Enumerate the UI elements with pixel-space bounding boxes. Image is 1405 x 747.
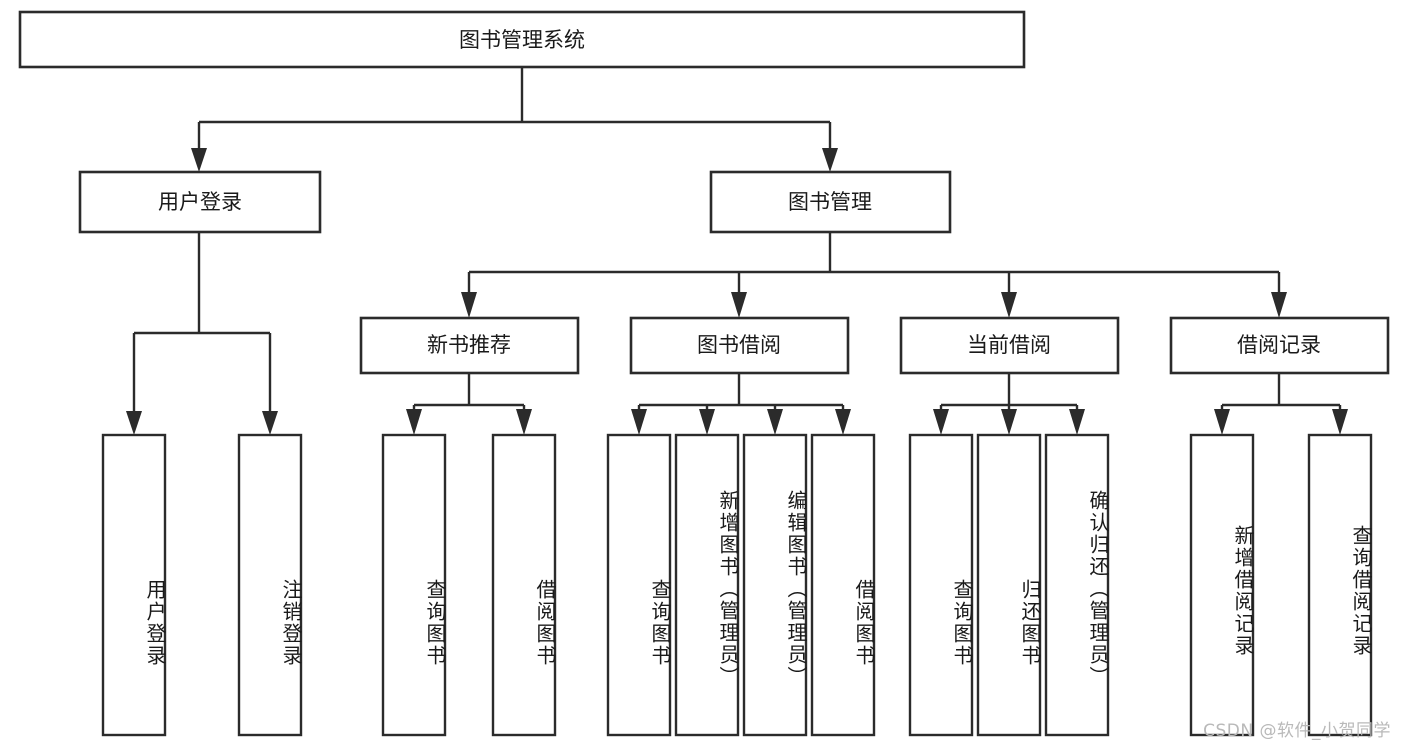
arrow-br-child-1 xyxy=(1332,409,1348,435)
arrow-bm-child-0 xyxy=(461,292,477,318)
node-new-book-recommend[interactable]: 新书推荐 xyxy=(359,316,580,375)
arrow-bb-child-3 xyxy=(835,409,851,435)
arrow-bb-child-1 xyxy=(699,409,715,435)
node-root[interactable]: 图书管理系统 xyxy=(18,10,1026,69)
arrow-bm-child-3 xyxy=(1271,292,1287,318)
node-book-borrow[interactable]: 图书借阅 xyxy=(629,316,850,375)
leaf-box-book-borrow-2[interactable] xyxy=(742,433,808,737)
connector-group-new-book-children xyxy=(406,373,532,435)
new-book-recommend-box[interactable] xyxy=(359,316,580,375)
arrow-ul-child-0 xyxy=(126,411,142,435)
current-borrow-label: 当前借阅 xyxy=(967,333,1051,357)
arrow-nb-child-0 xyxy=(406,409,422,435)
arrow-br-child-0 xyxy=(1214,409,1230,435)
connector-group-current-borrow-children xyxy=(933,373,1085,435)
arrow-cb-child-0 xyxy=(933,409,949,435)
arrow-bb-child-0 xyxy=(631,409,647,435)
leaf-box-book-borrow-1[interactable] xyxy=(674,433,740,737)
current-borrow-box[interactable] xyxy=(899,316,1120,375)
book-borrow-box[interactable] xyxy=(629,316,850,375)
arrow-cb-child-1 xyxy=(1001,409,1017,435)
arrow-ul-child-1 xyxy=(262,411,278,435)
leaf-box-user-login-0[interactable] xyxy=(101,433,167,737)
leaf-boxes-book-borrow xyxy=(606,433,876,737)
leaf-box-user-login-1[interactable] xyxy=(237,433,303,737)
leaf-box-book-borrow-0[interactable] xyxy=(606,433,672,737)
connector-group-book-borrow-children xyxy=(631,373,851,435)
user-login-box[interactable] xyxy=(78,170,322,234)
node-book-manage[interactable]: 图书管理 xyxy=(709,170,952,234)
arrow-nb-child-1 xyxy=(516,409,532,435)
connector-group-borrow-record-children xyxy=(1214,373,1348,435)
arrow-cb-child-2 xyxy=(1069,409,1085,435)
new-book-recommend-label: 新书推荐 xyxy=(427,333,511,357)
borrow-record-box[interactable] xyxy=(1169,316,1390,375)
connector-group-root-to-level2 xyxy=(191,67,838,172)
leaf-box-new-book-1[interactable] xyxy=(491,433,557,737)
leaf-box-current-borrow-2[interactable] xyxy=(1044,433,1110,737)
leaf-box-borrow-record-0[interactable] xyxy=(1189,433,1255,737)
borrow-record-label: 借阅记录 xyxy=(1237,333,1321,357)
book-manage-box[interactable] xyxy=(709,170,952,234)
leaf-boxes-current-borrow xyxy=(908,433,1110,737)
leaf-box-book-borrow-3[interactable] xyxy=(810,433,876,737)
node-borrow-record[interactable]: 借阅记录 xyxy=(1169,316,1390,375)
arrow-to-user-login xyxy=(191,148,207,172)
leaf-box-borrow-record-1[interactable] xyxy=(1307,433,1373,737)
root-box[interactable] xyxy=(18,10,1026,69)
node-current-borrow[interactable]: 当前借阅 xyxy=(899,316,1120,375)
arrow-bm-child-2 xyxy=(1001,292,1017,318)
connector-group-user-login-children xyxy=(126,232,278,435)
leaf-box-new-book-0[interactable] xyxy=(381,433,447,737)
leaf-box-current-borrow-1[interactable] xyxy=(976,433,1042,737)
arrow-bb-child-2 xyxy=(767,409,783,435)
root-label: 图书管理系统 xyxy=(459,28,585,52)
csdn-watermark: CSDN @软件_小贺同学 xyxy=(1203,721,1391,741)
leaf-boxes-new-book-recommend xyxy=(381,433,557,737)
arrow-bm-child-1 xyxy=(731,292,747,318)
node-user-login[interactable]: 用户登录 xyxy=(78,170,322,234)
arrow-to-book-manage xyxy=(822,148,838,172)
leaf-boxes-borrow-record xyxy=(1189,433,1373,737)
book-manage-label: 图书管理 xyxy=(788,190,872,214)
leaf-boxes-user-login xyxy=(101,433,303,737)
book-borrow-label: 图书借阅 xyxy=(697,333,781,357)
user-login-label: 用户登录 xyxy=(158,190,242,214)
leaf-box-current-borrow-0[interactable] xyxy=(908,433,974,737)
connector-group-book-manage-children xyxy=(461,232,1287,318)
